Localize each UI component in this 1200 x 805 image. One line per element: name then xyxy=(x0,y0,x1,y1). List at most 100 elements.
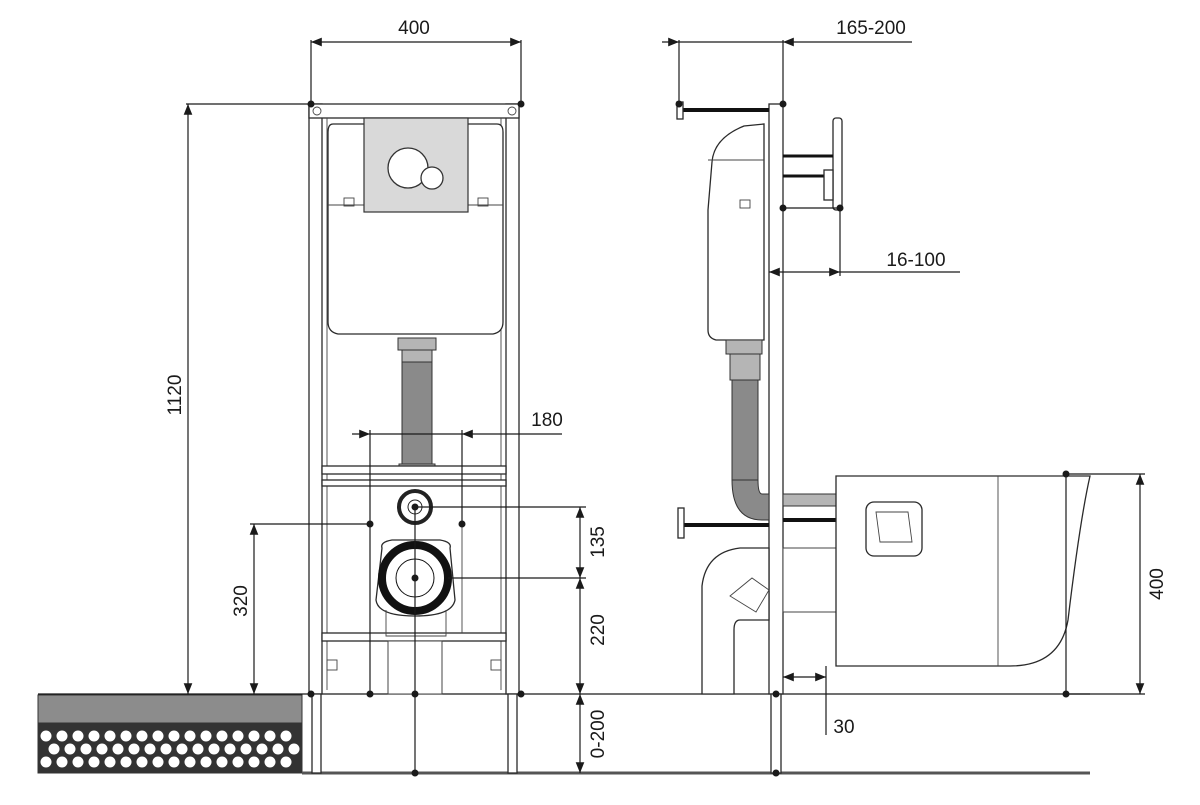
cistern-clip xyxy=(343,197,355,207)
dim-pipe-spacing: 180 xyxy=(531,410,563,431)
drain-bend xyxy=(701,547,770,695)
cross-rail-lower xyxy=(321,632,507,642)
insulation-hole xyxy=(56,730,68,742)
plate-holder xyxy=(823,169,834,201)
dim-frame-height: 1120 xyxy=(165,375,186,416)
dim-drain-height: 220 xyxy=(588,614,609,646)
dim-point xyxy=(779,100,787,108)
dim-wall-depth: 165-200 xyxy=(836,18,906,39)
dim-point xyxy=(1062,470,1070,478)
bowl-fixing-cap-inner xyxy=(875,511,913,543)
insulation-hole xyxy=(152,756,164,768)
insulation-hole xyxy=(280,730,292,742)
pipe-connector xyxy=(725,339,763,355)
dim-point xyxy=(411,690,419,698)
dim-outlet-offset: 135 xyxy=(588,526,609,558)
frame-post-right xyxy=(505,103,520,695)
insulation-hole xyxy=(136,756,148,768)
dim-point xyxy=(772,690,780,698)
dim-point xyxy=(411,503,419,511)
insulation-hole xyxy=(168,730,180,742)
dim-point xyxy=(517,100,525,108)
insulation-hole xyxy=(56,756,68,768)
cross-rail xyxy=(321,479,507,487)
insulation-hole xyxy=(192,743,204,755)
flush-button-small[interactable] xyxy=(420,166,444,190)
insulation-hole xyxy=(272,743,284,755)
dim-fixing-height: 320 xyxy=(231,585,252,617)
side-frame-post xyxy=(768,103,784,695)
flush-pipe-bend xyxy=(731,479,770,521)
dim-point xyxy=(307,100,315,108)
insulation-hole xyxy=(264,730,276,742)
insulation-hole xyxy=(88,730,100,742)
insulation-hole xyxy=(248,756,260,768)
dim-point xyxy=(366,690,374,698)
insulation-hole xyxy=(96,743,108,755)
insulation-hole xyxy=(200,756,212,768)
cistern-clip xyxy=(739,199,751,209)
frame-bolt xyxy=(312,106,322,116)
floor-screed xyxy=(37,694,303,724)
insulation-hole xyxy=(168,756,180,768)
insulation-hole xyxy=(232,756,244,768)
cross-rail-upper xyxy=(321,465,507,475)
floor-section xyxy=(37,693,1090,775)
frame-leg-right xyxy=(507,693,518,774)
dim-point xyxy=(411,769,419,777)
drain-bracket xyxy=(385,610,447,637)
dim-wall-gap: 30 xyxy=(833,717,854,738)
insulation-hole xyxy=(224,743,236,755)
insulation-hole xyxy=(112,743,124,755)
insulation-hole xyxy=(288,743,300,755)
pipe-connector xyxy=(397,337,437,351)
insulation-hole xyxy=(88,756,100,768)
pipe-connector xyxy=(729,353,761,381)
cistern-clip xyxy=(477,197,489,207)
cistern-side xyxy=(707,123,765,341)
insulation-hole xyxy=(240,743,252,755)
dim-floor-adjust: 0-200 xyxy=(588,710,609,759)
insulation-hole xyxy=(280,756,292,768)
insulation-hole xyxy=(184,756,196,768)
insulation-hole xyxy=(248,730,260,742)
insulation-hole xyxy=(64,743,76,755)
insulation-hole xyxy=(216,730,228,742)
adjuster-screw xyxy=(326,659,338,671)
wall-anchor-plate xyxy=(677,507,685,539)
dim-point xyxy=(836,204,844,212)
dim-point xyxy=(779,204,787,212)
flush-pipe-side xyxy=(731,379,759,481)
dim-frame-width: 400 xyxy=(398,18,430,39)
drain-connector xyxy=(782,547,837,613)
frame-bolt xyxy=(507,106,517,116)
insulation-hole xyxy=(176,743,188,755)
insulation-hole xyxy=(104,756,116,768)
dim-point xyxy=(366,520,374,528)
drain-bend-detail xyxy=(729,577,770,613)
insulation-hole xyxy=(208,743,220,755)
frame-top-rail xyxy=(308,103,520,119)
dim-point xyxy=(458,520,466,528)
insulation-hole xyxy=(184,730,196,742)
insulation-hole xyxy=(72,730,84,742)
insulation-hole xyxy=(216,756,228,768)
insulation-hole xyxy=(40,730,52,742)
dim-point xyxy=(675,100,683,108)
insulation-hole xyxy=(48,743,60,755)
insulation-hole xyxy=(256,743,268,755)
insulation-hole xyxy=(128,743,140,755)
pipe-connector xyxy=(401,349,433,363)
dim-bowl-height: 400 xyxy=(1147,568,1168,600)
floor-holes xyxy=(40,730,300,768)
dim-point xyxy=(307,690,315,698)
insulation-hole xyxy=(80,743,92,755)
bowl-fixing-cap xyxy=(865,501,923,557)
insulation-hole xyxy=(144,743,156,755)
front-view: 400 1120 180 320 135 220 0-200 xyxy=(165,18,609,777)
side-frame-leg xyxy=(770,693,782,774)
flush-plate-side[interactable] xyxy=(832,117,843,211)
frame-post-left xyxy=(308,103,323,695)
insulation-hole xyxy=(104,730,116,742)
